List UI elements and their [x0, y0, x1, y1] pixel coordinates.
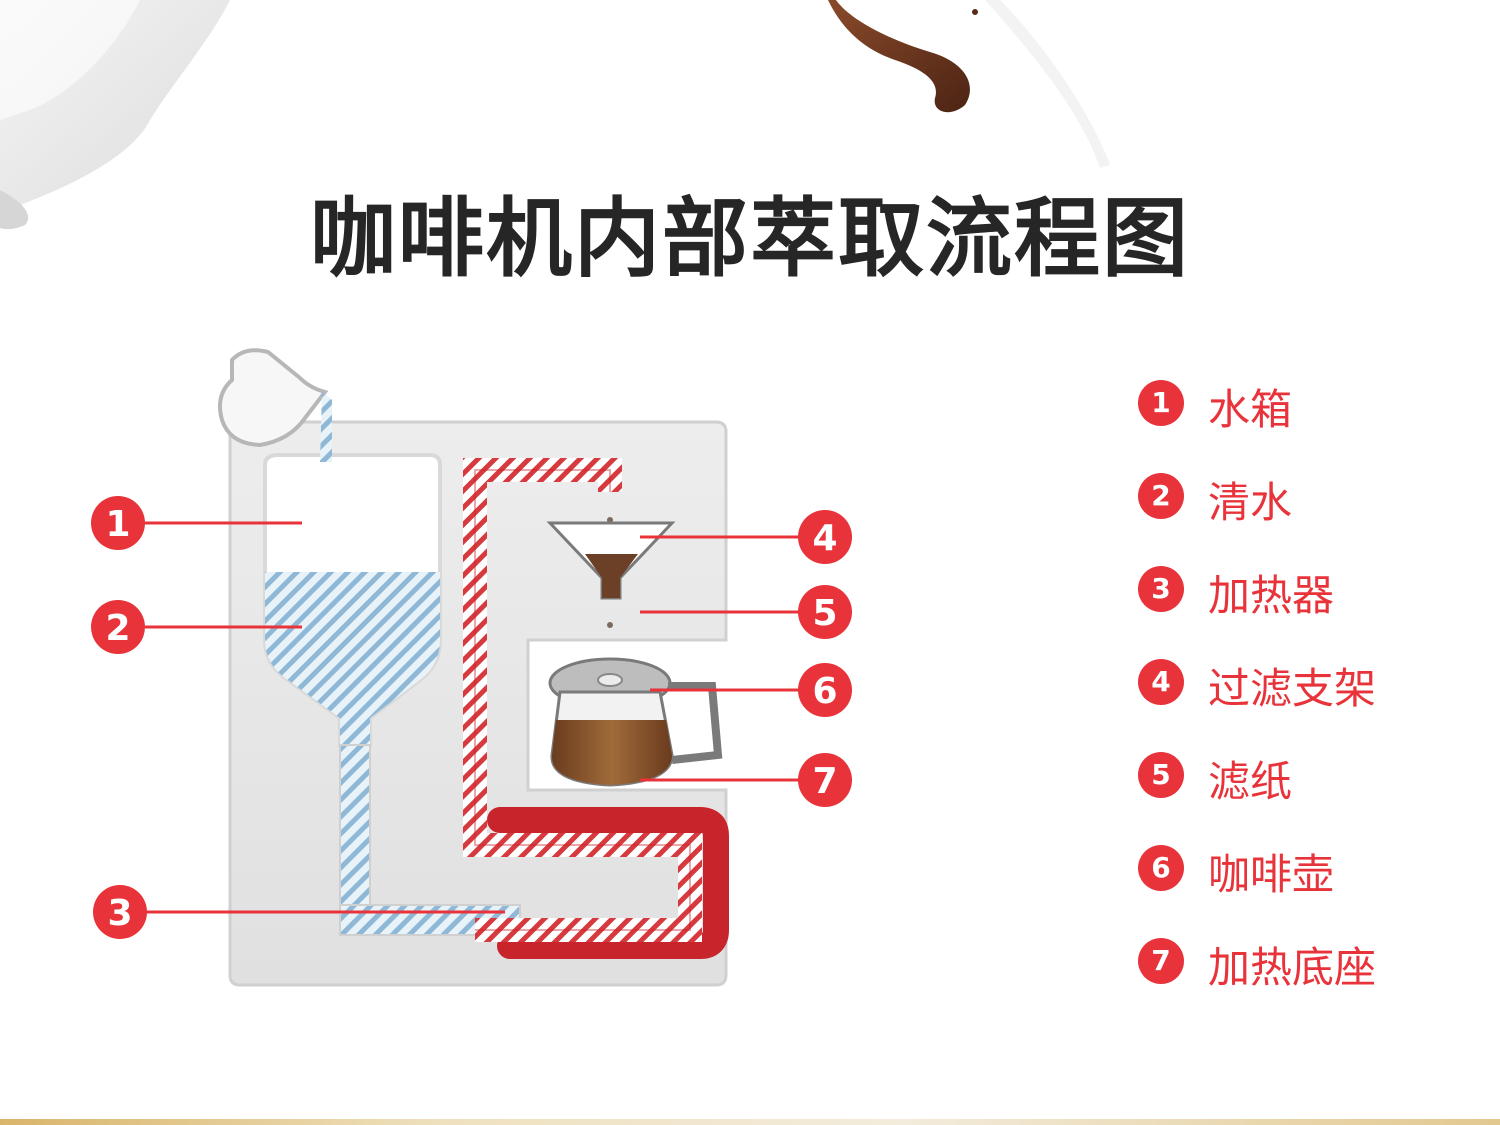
legend-item-filter-holder: 4 过滤支架 [1138, 657, 1478, 750]
coffee-splash [828, 0, 970, 113]
callout-2: 2 [91, 600, 145, 654]
callout-3: 3 [93, 885, 147, 939]
legend-item-water-tank: 1 水箱 [1138, 378, 1478, 471]
legend-badge: 6 [1138, 845, 1184, 891]
legend-item-heating-base: 7 加热底座 [1138, 936, 1478, 1029]
coffee-pot-handle [668, 682, 723, 764]
legend-label: 咖啡壶 [1208, 850, 1335, 899]
page-title: 咖啡机内部萃取流程图 [310, 189, 1190, 289]
legend-item-filter-paper: 5 滤纸 [1138, 750, 1478, 843]
svg-text:4: 4 [812, 518, 837, 559]
coffee-grounds [585, 554, 638, 598]
hot-water-pipe-outline [474, 469, 691, 931]
heater-element [487, 807, 729, 959]
water-pitcher [218, 348, 329, 448]
legend-badge: 5 [1138, 752, 1184, 798]
callout-7: 7 [798, 753, 852, 807]
svg-text:5: 5 [812, 593, 837, 634]
callout-1: 1 [91, 496, 145, 550]
callout-5: 5 [798, 585, 852, 639]
legend-label: 水箱 [1208, 385, 1293, 434]
milk-drop [0, 190, 29, 230]
legend-label: 滤纸 [1208, 757, 1293, 806]
legend-item-heater: 3 加热器 [1138, 564, 1478, 657]
leader-lines [145, 521, 800, 914]
legend-badge: 4 [1138, 659, 1184, 705]
clean-water [265, 572, 440, 745]
drip [607, 622, 613, 628]
coffee-splash-right [985, 0, 1110, 168]
callout-4: 4 [798, 510, 852, 564]
coffee-pot-lid-knob [597, 673, 623, 687]
legend-badge: 7 [1138, 938, 1184, 984]
legend-badge: 1 [1138, 380, 1184, 426]
milk-splash-highlight [0, 0, 140, 120]
legend: 1 水箱 2 清水 3 加热器 4 过滤支架 5 滤纸 6 咖啡壶 7 加热底座 [1138, 378, 1478, 1029]
legend-badge: 2 [1138, 473, 1184, 519]
bottom-band [0, 1119, 1500, 1125]
legend-item-clean-water: 2 清水 [1138, 471, 1478, 564]
legend-label: 加热底座 [1208, 943, 1377, 992]
water-stream [320, 392, 332, 462]
legend-label: 加热器 [1208, 571, 1335, 620]
hot-water-pipe [463, 458, 702, 942]
coffee-droplet [972, 9, 978, 15]
svg-text:1: 1 [105, 504, 130, 545]
water-pipe-vertical [339, 744, 371, 921]
svg-text:6: 6 [812, 671, 837, 712]
svg-text:7: 7 [812, 761, 837, 802]
coffee-in-pot [551, 720, 672, 785]
svg-text:3: 3 [107, 893, 132, 934]
callout-6: 6 [798, 663, 852, 717]
svg-text:2: 2 [105, 608, 130, 649]
legend-item-coffee-pot: 6 咖啡壶 [1138, 843, 1478, 936]
legend-label: 过滤支架 [1208, 664, 1377, 713]
legend-badge: 3 [1138, 566, 1184, 612]
legend-label: 清水 [1208, 478, 1293, 527]
